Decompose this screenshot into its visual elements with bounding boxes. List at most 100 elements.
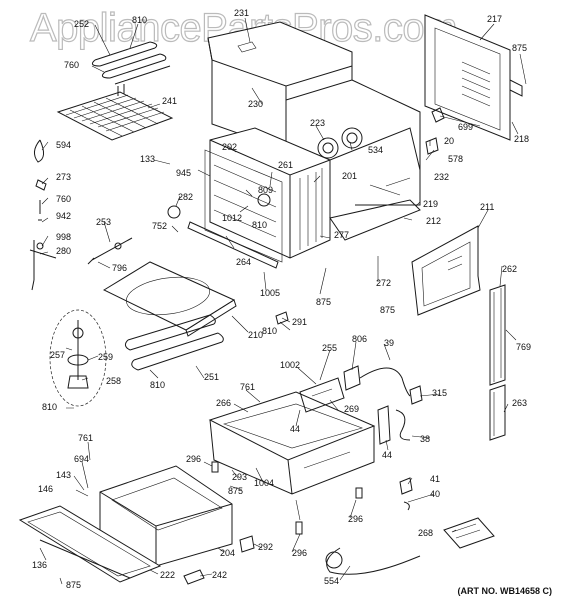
callout-293: 293 xyxy=(232,472,247,482)
callout-253: 253 xyxy=(96,217,111,227)
callout-20: 20 xyxy=(444,136,454,146)
callout-40: 40 xyxy=(430,489,440,499)
callout-41: 41 xyxy=(430,474,440,484)
callout-202: 202 xyxy=(222,142,237,152)
callout-261: 261 xyxy=(278,160,293,170)
callout-264: 264 xyxy=(236,257,251,267)
callout-810-d: 810 xyxy=(42,402,57,412)
callout-262: 262 xyxy=(502,264,517,274)
callout-212: 212 xyxy=(426,216,441,226)
callout-1004: 1004 xyxy=(254,478,274,488)
base-frame-part xyxy=(208,391,376,521)
callout-266: 266 xyxy=(216,398,231,408)
callout-769: 769 xyxy=(516,342,531,352)
callout-1012: 1012 xyxy=(222,213,242,223)
callout-44-b: 44 xyxy=(382,450,392,460)
drawer-front-part xyxy=(18,505,162,583)
callout-752: 752 xyxy=(152,221,167,231)
callout-875-e: 875 xyxy=(66,580,81,590)
callout-232: 232 xyxy=(434,172,449,182)
callout-282: 282 xyxy=(178,192,193,202)
callout-875-d: 875 xyxy=(228,486,243,496)
control-bracket-part xyxy=(299,365,361,413)
callout-694: 694 xyxy=(74,454,89,464)
callout-39: 39 xyxy=(384,338,394,348)
callout-945: 945 xyxy=(176,168,191,178)
broil-element-part xyxy=(91,41,171,96)
callout-761: 761 xyxy=(240,382,255,392)
callout-136: 136 xyxy=(32,560,47,570)
callout-761-b: 761 xyxy=(78,433,93,443)
callout-806: 806 xyxy=(352,334,367,344)
callout-251: 251 xyxy=(204,372,219,382)
callout-296-c: 296 xyxy=(292,548,307,558)
callout-204: 204 xyxy=(220,548,235,558)
art-number: (ART NO. WB14658 C) xyxy=(457,586,552,596)
callout-810-b: 810 xyxy=(252,220,267,230)
callout-252: 252 xyxy=(74,19,89,29)
callout-875-c: 875 xyxy=(380,305,395,315)
callout-231: 231 xyxy=(234,8,249,18)
callout-942: 942 xyxy=(56,211,71,221)
callout-810: 810 xyxy=(132,15,147,25)
callout-315: 315 xyxy=(432,388,447,398)
callout-242: 242 xyxy=(212,570,227,580)
oven-cavity-part xyxy=(204,127,331,263)
callout-1002: 1002 xyxy=(280,360,300,370)
callout-796: 796 xyxy=(112,263,127,273)
callout-259: 259 xyxy=(98,352,113,362)
callout-291: 291 xyxy=(292,317,307,327)
callout-44: 44 xyxy=(290,424,300,434)
callout-201: 201 xyxy=(342,171,357,181)
leader-lines xyxy=(39,17,527,585)
callout-998: 998 xyxy=(56,232,71,242)
callout-222: 222 xyxy=(160,570,175,580)
callout-277: 277 xyxy=(334,230,349,240)
callout-258: 258 xyxy=(106,376,121,386)
misc-small-parts xyxy=(167,107,495,585)
callout-273: 273 xyxy=(56,172,71,182)
cavity-back-part xyxy=(317,127,421,241)
callout-554: 554 xyxy=(324,576,339,586)
callout-218: 218 xyxy=(514,134,529,144)
hinge-rod-part xyxy=(87,237,133,265)
bottom-strip-part xyxy=(187,221,279,269)
callout-217: 217 xyxy=(487,14,502,24)
callout-38: 38 xyxy=(420,434,430,444)
callout-1005: 1005 xyxy=(260,288,280,298)
sensor-parts xyxy=(29,139,57,291)
callout-219: 219 xyxy=(423,199,438,209)
callout-296: 296 xyxy=(186,454,201,464)
callout-272: 272 xyxy=(376,278,391,288)
callout-296-b: 296 xyxy=(348,514,363,524)
callout-699: 699 xyxy=(458,122,473,132)
bake-element-part xyxy=(124,314,224,371)
callout-257: 257 xyxy=(50,350,65,360)
side-panel-part xyxy=(411,225,481,316)
callout-810-c: 810 xyxy=(262,326,277,336)
callout-263: 263 xyxy=(512,398,527,408)
callout-760: 760 xyxy=(64,60,79,70)
callout-875-b: 875 xyxy=(316,297,331,307)
outer-wrapper-part xyxy=(207,21,421,206)
back-panel-part xyxy=(424,14,523,141)
callout-143: 143 xyxy=(56,470,71,480)
callout-223: 223 xyxy=(310,118,325,128)
door-trim-parts xyxy=(489,284,506,441)
callout-210: 210 xyxy=(248,330,263,340)
callout-534: 534 xyxy=(368,145,383,155)
callout-133: 133 xyxy=(140,154,155,164)
callout-255: 255 xyxy=(322,343,337,353)
callout-268: 268 xyxy=(418,528,433,538)
callout-875: 875 xyxy=(512,43,527,53)
oven-rack-part xyxy=(56,91,174,141)
callout-230: 230 xyxy=(248,99,263,109)
wire-harness-part xyxy=(359,367,423,445)
callout-211: 211 xyxy=(480,202,494,212)
callout-labels: 252 810 760 241 231 230 217 875 699 20 5… xyxy=(32,8,531,590)
oven-bottom-part xyxy=(102,261,237,337)
callout-292: 292 xyxy=(258,542,273,552)
callout-280: 280 xyxy=(56,246,71,256)
